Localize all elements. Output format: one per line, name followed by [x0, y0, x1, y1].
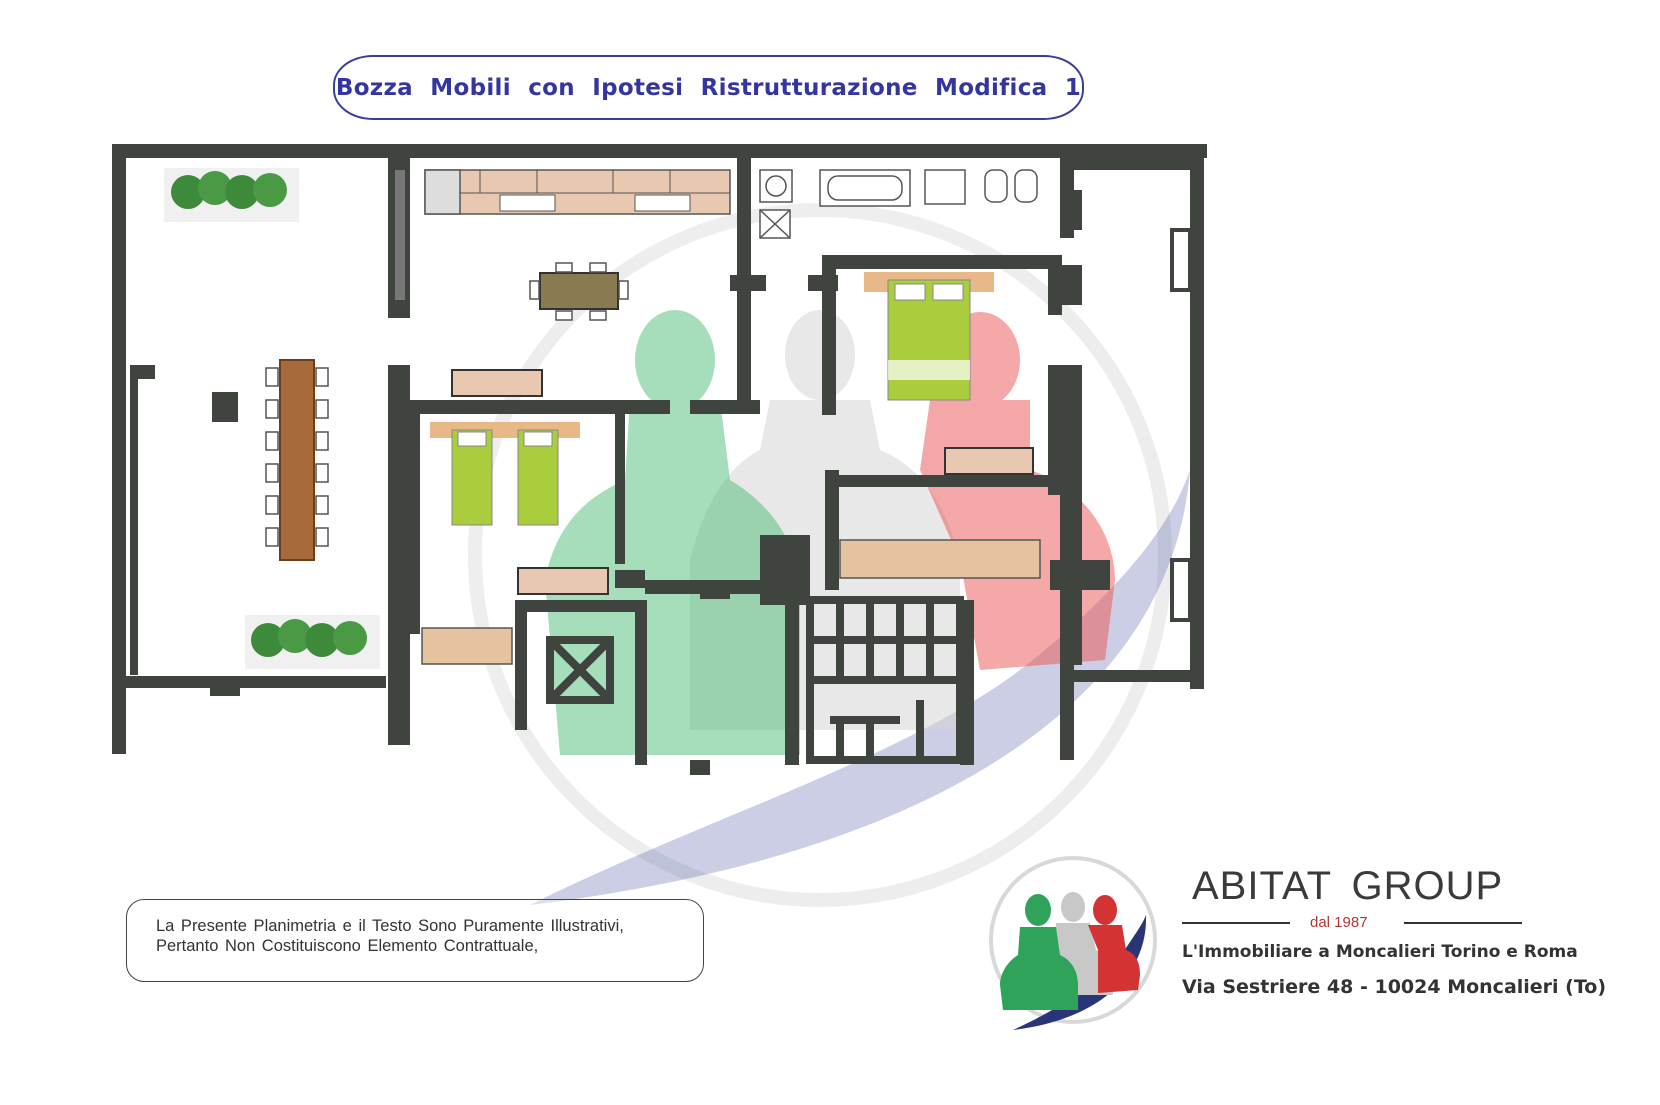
page-title: Bozza Mobili con Ipotesi Ristrutturazion… [335, 74, 1082, 101]
bathroom-fixtures [759, 169, 1038, 239]
title-box: Bozza Mobili con Ipotesi Ristrutturazion… [333, 55, 1084, 120]
toilet-icon [1014, 169, 1038, 203]
brand-divider-left [1182, 922, 1290, 924]
staircase [546, 596, 964, 764]
bed-icon [430, 422, 580, 526]
cabinet [421, 539, 1041, 665]
brand-divider-right [1404, 922, 1522, 924]
cabinet [451, 369, 1034, 595]
table-icon [265, 359, 329, 561]
table-icon [529, 262, 629, 321]
disclaimer-box: La Presente Planimetria e il Testo Sono … [126, 899, 704, 982]
sink-icon [924, 169, 966, 205]
watermark-swoosh [530, 470, 1190, 905]
brand-since: dal 1987 [1310, 914, 1368, 931]
disclaimer-line: La Presente Planimetria e il Testo Sono … [156, 917, 624, 935]
brand-name: ABITAT GROUP [1192, 864, 1504, 908]
bed-icon [864, 272, 994, 401]
brand-tagline: L'Immobiliare a Moncalieri Torino e Roma [1182, 942, 1578, 962]
toilet-icon [984, 169, 1008, 203]
plant-icon [245, 615, 380, 669]
logo [989, 856, 1157, 1030]
brand-address: Via Sestriere 48 - 10024 Moncalieri (To) [1182, 976, 1607, 998]
watermark-figure-green [545, 310, 800, 755]
disclaimer-line: Pertanto Non Costituiscono Elemento Cont… [156, 937, 539, 955]
kitchen-counter [424, 169, 731, 215]
plant-icon [164, 168, 299, 222]
